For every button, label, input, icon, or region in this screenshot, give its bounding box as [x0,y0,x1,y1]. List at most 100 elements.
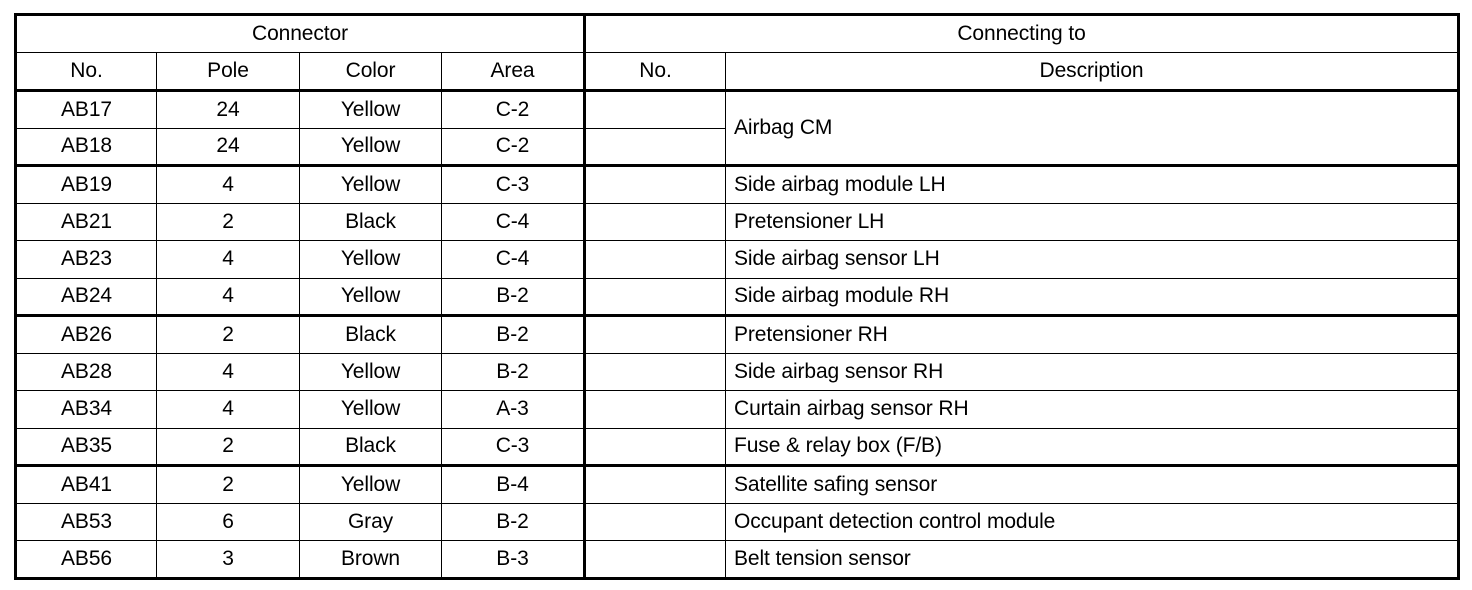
table-row: AB18 24 Yellow C-2 [15,127,1459,167]
cell-connector-color: Yellow [299,165,442,204]
table-row: AB21 2 Black C-4 Pretensioner LH [15,202,1460,241]
table-row: AB53 6 Gray B-2 Occupant detection contr… [15,502,1460,541]
cell-connector-no: AB18 [15,127,157,167]
cell-connector-color: Yellow [299,390,442,429]
column-header-connecting-no: No. [583,52,726,92]
cell-connecting-no [583,427,726,467]
table-row: AB41 2 Yellow B-4 Satellite safing senso… [15,465,1460,504]
table-row: AB56 3 Brown B-3 Belt tension sensor [15,540,1460,579]
cell-connector-no: AB34 [15,390,157,429]
cell-connector-no: AB28 [15,352,157,391]
cell-connecting-no [583,90,726,129]
cell-description: Side airbag sensor LH [724,240,1460,279]
column-header-color: Color [299,52,442,92]
connector-table: Connector Connecting to No. Pole Color A… [14,13,1461,580]
cell-connector-color: Yellow [299,352,442,391]
cell-connecting-no [583,352,726,391]
table-row: AB17 24 Yellow C-2 Airbag CM [15,90,1460,167]
cell-connector-pole: 3 [156,540,300,579]
group-header-row: Connector Connecting to [15,14,1460,53]
cell-connector-no: AB35 [15,427,157,467]
table-row: AB28 4 Yellow B-2 Side airbag sensor RH [15,352,1460,391]
cell-connector-pole: 4 [156,277,300,317]
cell-connector-pole: 4 [156,165,300,204]
cell-connector-area: B-2 [441,315,585,354]
cell-connector-pole: 2 [156,315,300,354]
cell-connector-area: C-3 [441,427,585,467]
cell-description: Side airbag module RH [724,277,1460,317]
cell-description: Airbag CM [724,90,1460,167]
cell-description: Pretensioner RH [724,315,1460,354]
cell-connector-pole: 24 [156,90,300,129]
table-body: AB17 24 Yellow C-2 Airbag CM AB18 24 Yel… [15,90,1460,579]
cell-connector-area: B-2 [441,352,585,391]
cell-description: Curtain airbag sensor RH [724,390,1460,429]
cell-connecting-no [583,315,726,354]
cell-connecting-no [583,465,726,504]
cell-connecting-no [583,127,726,167]
cell-connector-no: AB53 [15,502,157,541]
cell-connector-color: Yellow [299,90,442,129]
cell-description: Pretensioner LH [724,202,1460,241]
cell-description: Belt tension sensor [724,540,1460,579]
cell-connector-no: AB41 [15,465,157,504]
cell-connecting-no [583,202,726,241]
cell-connector-pole: 24 [156,127,300,167]
cell-connector-area: B-3 [441,540,585,579]
column-header-description: Description [724,52,1460,92]
cell-connector-no: AB56 [15,540,157,579]
cell-connector-no: AB17 [15,90,157,129]
cell-connector-color: Black [299,202,442,241]
cell-connector-pole: 4 [156,390,300,429]
group-header-connecting-to: Connecting to [582,14,1460,53]
cell-connector-color: Yellow [299,240,442,279]
cell-description: Side airbag sensor RH [724,352,1460,391]
cell-connector-area: C-4 [441,202,585,241]
cell-description: Side airbag module LH [724,165,1460,204]
cell-description: Occupant detection control module [724,502,1460,541]
table-row: AB35 2 Black C-3 Fuse & relay box (F/B) [15,427,1460,467]
table-row: AB24 4 Yellow B-2 Side airbag module RH [15,277,1460,317]
table-row: AB23 4 Yellow C-4 Side airbag sensor LH [15,240,1460,279]
column-header-no: No. [15,52,157,92]
cell-connector-area: C-3 [441,165,585,204]
cell-connector-pole: 2 [156,202,300,241]
cell-connector-no: AB23 [15,240,157,279]
cell-connector-color: Black [299,427,442,467]
table-row: AB19 4 Yellow C-3 Side airbag module LH [15,165,1460,204]
cell-connector-area: C-4 [441,240,585,279]
cell-connector-pole: 4 [156,352,300,391]
column-header-pole: Pole [156,52,300,92]
cell-connector-no: AB26 [15,315,157,354]
cell-connector-color: Yellow [299,465,442,504]
cell-connector-color: Yellow [299,277,442,317]
group-header-connector: Connector [15,14,585,53]
cell-connector-pole: 2 [156,427,300,467]
cell-connector-no: AB21 [15,202,157,241]
cell-description: Satellite safing sensor [724,465,1460,504]
cell-connector-color: Brown [299,540,442,579]
column-header-row: No. Pole Color Area No. Description [15,52,1460,92]
cell-connector-color: Gray [299,502,442,541]
cell-connecting-no [583,277,726,317]
cell-connector-color: Black [299,315,442,354]
cell-connector-color: Yellow [299,127,442,167]
table-row: AB34 4 Yellow A-3 Curtain airbag sensor … [15,390,1460,429]
cell-connector-no: AB24 [15,277,157,317]
cell-description: Fuse & relay box (F/B) [724,427,1460,467]
cell-connector-pole: 2 [156,465,300,504]
column-header-area: Area [441,52,585,92]
cell-connecting-no [583,240,726,279]
cell-connecting-no [583,390,726,429]
cell-connector-pole: 6 [156,502,300,541]
cell-connector-no: AB19 [15,165,157,204]
cell-connector-area: B-2 [441,277,585,317]
cell-connector-area: B-2 [441,502,585,541]
cell-connector-area: C-2 [441,127,585,167]
cell-connecting-no [583,540,726,579]
table-head: Connector Connecting to No. Pole Color A… [15,14,1460,92]
cell-connector-area: C-2 [441,90,585,129]
cell-connecting-no [583,165,726,204]
table-row: AB26 2 Black B-2 Pretensioner RH [15,315,1460,354]
